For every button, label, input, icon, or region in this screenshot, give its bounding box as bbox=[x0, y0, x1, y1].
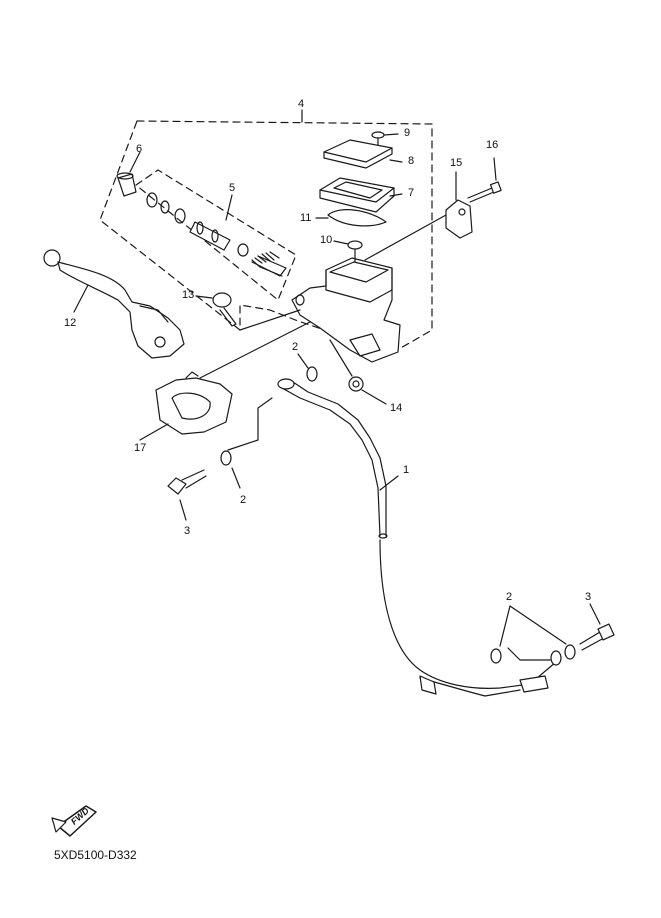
master-cylinder-body bbox=[291, 249, 401, 363]
leader-lever-bolt bbox=[239, 309, 301, 331]
callout-11: 11 bbox=[300, 212, 312, 224]
leader-union-washer bbox=[227, 397, 273, 451]
part-10-float bbox=[333, 240, 363, 250]
callout-3-left: 3 bbox=[184, 525, 191, 537]
part-2-washer-left bbox=[220, 450, 241, 489]
part-2-washer-top bbox=[297, 353, 318, 382]
leader-clamp-body bbox=[199, 321, 311, 379]
part-13-bolt bbox=[195, 292, 237, 327]
callout-16: 16 bbox=[486, 139, 499, 151]
part-2-washers-right bbox=[490, 605, 576, 664]
part-3-bolt-left bbox=[167, 469, 207, 521]
part-17-clamp bbox=[139, 371, 233, 441]
part-7-plate bbox=[319, 177, 403, 213]
piston-kit-boundary bbox=[135, 169, 297, 301]
leader-5 bbox=[225, 194, 233, 221]
part-15-bracket bbox=[445, 171, 473, 239]
callout-1: 1 bbox=[403, 464, 410, 476]
part-12-lever bbox=[43, 249, 185, 359]
part-3-bolt-right bbox=[579, 603, 615, 651]
callout-3-right: 3 bbox=[585, 591, 592, 603]
callout-2-right: 2 bbox=[506, 591, 513, 603]
callout-8: 8 bbox=[408, 155, 415, 167]
callout-14: 14 bbox=[390, 402, 403, 414]
callout-9: 9 bbox=[404, 127, 411, 139]
callout-7: 7 bbox=[408, 187, 415, 199]
part-5-internals bbox=[146, 192, 287, 277]
callout-4: 4 bbox=[298, 98, 305, 110]
callout-13: 13 bbox=[182, 289, 195, 301]
leader-bracket-link bbox=[364, 214, 447, 261]
fwd-arrow-icon bbox=[51, 805, 97, 837]
part-16-bolt bbox=[467, 157, 502, 203]
callout-15: 15 bbox=[450, 157, 463, 169]
part-11-diaphragm bbox=[315, 209, 387, 227]
callout-10: 10 bbox=[320, 234, 333, 246]
callout-2-top: 2 bbox=[292, 341, 299, 353]
diagram-code: 5XD5100-D332 bbox=[54, 848, 137, 862]
callout-6: 6 bbox=[136, 143, 143, 155]
part-6-boot bbox=[116, 151, 141, 197]
part-8-cap bbox=[323, 139, 403, 169]
callout-2-left: 2 bbox=[240, 494, 247, 506]
callout-5: 5 bbox=[229, 182, 236, 194]
callout-17: 17 bbox=[134, 442, 147, 454]
part-14-union bbox=[329, 339, 387, 405]
part-1-hose bbox=[277, 378, 562, 697]
callout-12: 12 bbox=[64, 317, 77, 329]
